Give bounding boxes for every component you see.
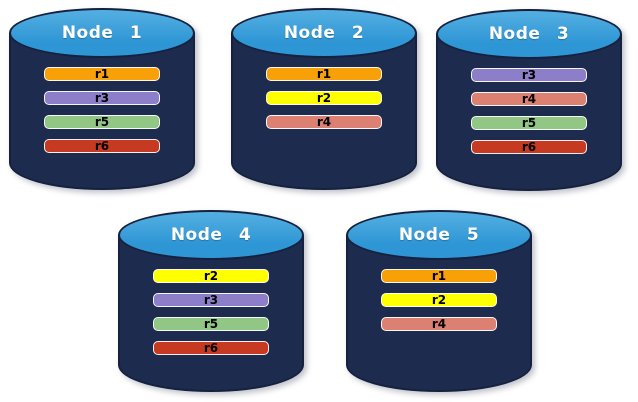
cylinder-top-ellipse: Node 4 (118, 210, 304, 260)
replica-label: r6 (94, 139, 110, 153)
replica-label: r5 (94, 115, 110, 129)
replica-label: r4 (521, 92, 537, 106)
replica-bar-r6: r6 (44, 139, 160, 153)
node-1-cylinder: Node 1 r1 r3 r5 r6 (9, 8, 195, 190)
replica-bar-r5: r5 (44, 115, 160, 129)
replica-bar-r3: r3 (44, 91, 160, 105)
replica-label: r4 (316, 115, 332, 129)
replica-bar-r3: r3 (153, 293, 269, 307)
cylinder-top-ellipse: Node 3 (436, 9, 622, 59)
replica-list: r1 r3 r5 r6 (9, 67, 195, 153)
cylinder-top-ellipse: Node 5 (346, 210, 532, 260)
replica-bar-r4: r4 (266, 115, 382, 129)
replica-label: r6 (521, 140, 537, 154)
node-title: Node 5 (398, 225, 480, 245)
node-5-cylinder: Node 5 r1 r2 r4 (346, 210, 532, 392)
replica-label: r3 (521, 68, 537, 82)
replica-bar-r5: r5 (153, 317, 269, 331)
replica-bar-r2: r2 (381, 293, 497, 307)
node-3-cylinder: Node 3 r3 r4 r5 r6 (436, 9, 622, 191)
replica-label: r6 (203, 341, 219, 355)
replica-list: r1 r2 r4 (346, 269, 532, 331)
replica-label: r2 (431, 293, 447, 307)
node-title: Node 3 (488, 24, 570, 44)
replica-bar-r4: r4 (381, 317, 497, 331)
replica-list: r1 r2 r4 (231, 67, 417, 129)
replica-label: r5 (203, 317, 219, 331)
replica-label: r2 (203, 269, 219, 283)
replica-label: r3 (203, 293, 219, 307)
replica-bar-r2: r2 (266, 91, 382, 105)
replica-list: r3 r4 r5 r6 (436, 68, 622, 154)
replica-bar-r6: r6 (471, 140, 587, 154)
replica-label: r3 (94, 91, 110, 105)
cylinder-body (9, 33, 195, 190)
cylinder-body (436, 34, 622, 191)
replica-bar-r2: r2 (153, 269, 269, 283)
replica-bar-r1: r1 (381, 269, 497, 283)
cylinder-body (346, 235, 532, 392)
replica-label: r5 (521, 116, 537, 130)
replica-bar-r5: r5 (471, 116, 587, 130)
replica-label: r1 (94, 67, 110, 81)
cylinder-body (231, 33, 417, 190)
replica-bar-r4: r4 (471, 92, 587, 106)
replica-label: r2 (316, 91, 332, 105)
replica-label: r1 (431, 269, 447, 283)
node-2-cylinder: Node 2 r1 r2 r4 (231, 8, 417, 190)
node-title: Node 4 (170, 225, 252, 245)
replica-bar-r3: r3 (471, 68, 587, 82)
replica-list: r2 r3 r5 r6 (118, 269, 304, 355)
node-title: Node 1 (61, 23, 143, 43)
cylinder-top-ellipse: Node 2 (231, 8, 417, 58)
replica-label: r4 (431, 317, 447, 331)
replica-label: r1 (316, 67, 332, 81)
node-4-cylinder: Node 4 r2 r3 r5 r6 (118, 210, 304, 392)
replica-bar-r6: r6 (153, 341, 269, 355)
replica-bar-r1: r1 (266, 67, 382, 81)
cylinder-body (118, 235, 304, 392)
replica-bar-r1: r1 (44, 67, 160, 81)
node-title: Node 2 (283, 23, 365, 43)
cylinder-top-ellipse: Node 1 (9, 8, 195, 58)
